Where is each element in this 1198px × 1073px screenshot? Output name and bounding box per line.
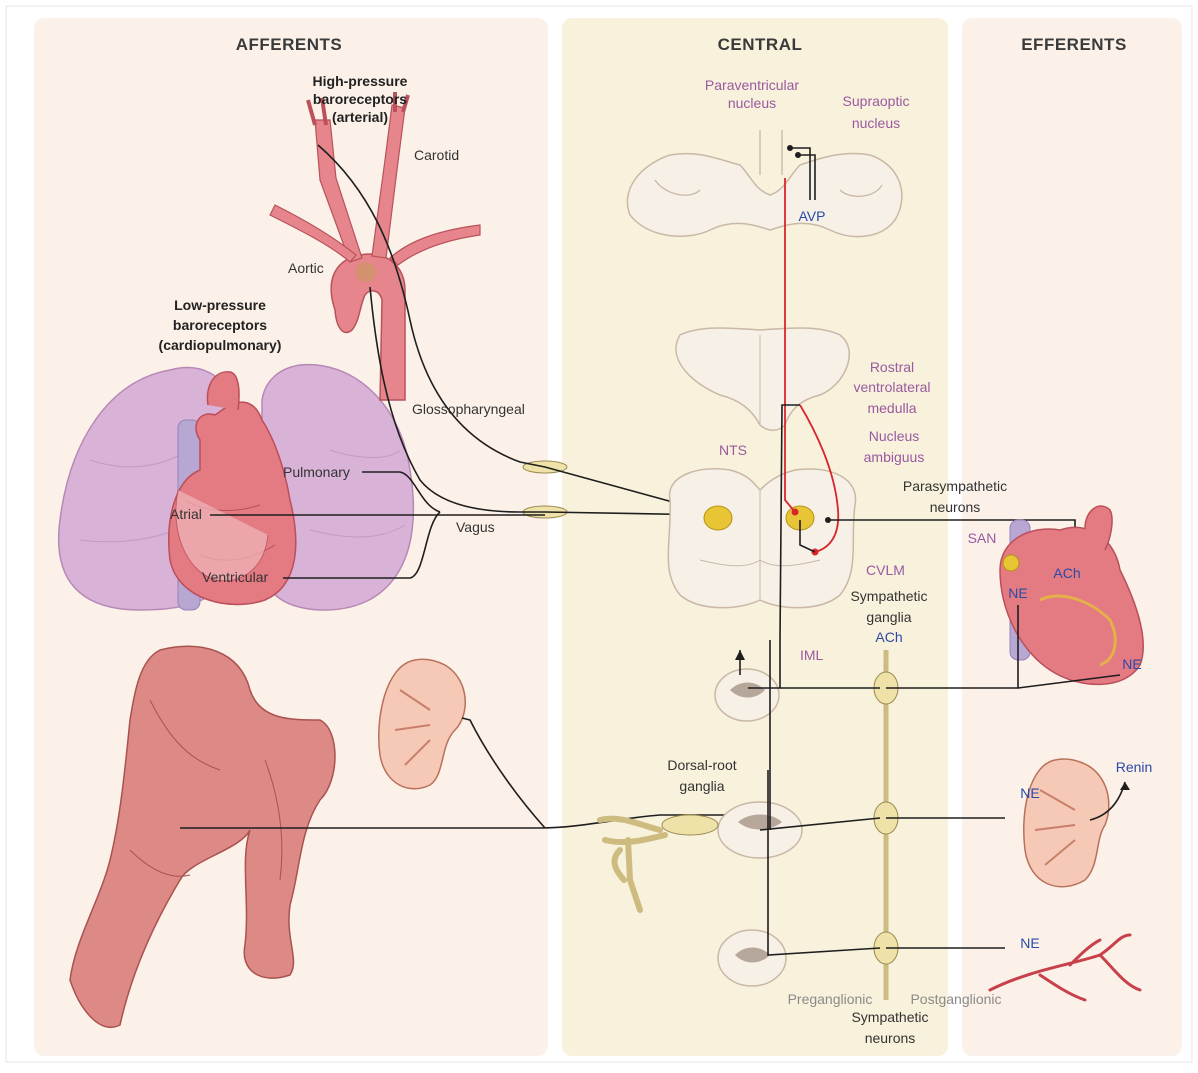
low-pressure-label-3: (cardiopulmonary): [159, 337, 282, 353]
carotid-label: Carotid: [414, 147, 459, 163]
heart-ne-label-1: NE: [1008, 585, 1027, 601]
efferents-header: EFFERENTS: [1021, 35, 1127, 54]
avp-label: AVP: [799, 208, 826, 224]
vagus-label: Vagus: [456, 519, 495, 535]
sympathetic-neurons-label-1: Sympathetic: [851, 1009, 928, 1025]
atrial-label: Atrial: [170, 506, 202, 522]
ventricular-label: Ventricular: [202, 569, 268, 585]
rostral-label-3: medulla: [867, 400, 916, 416]
sympathetic-neurons-label-2: neurons: [865, 1030, 916, 1046]
iml-label: IML: [800, 647, 824, 663]
high-pressure-label-2: baroreceptors: [313, 91, 407, 107]
low-pressure-label-1: Low-pressure: [174, 297, 266, 313]
postganglionic-label: Postganglionic: [910, 991, 1001, 1007]
sympathetic-ganglia-label-2: ganglia: [866, 609, 911, 625]
medulla-lower-section: [668, 469, 855, 608]
high-pressure-label-1: High-pressure: [313, 73, 408, 89]
nts-label: NTS: [719, 442, 747, 458]
kidney-ne-label: NE: [1020, 785, 1039, 801]
san-label: SAN: [968, 530, 997, 546]
preganglionic-label: Preganglionic: [788, 991, 873, 1007]
nucleus-ambiguus-label-2: ambiguus: [864, 449, 925, 465]
heart-ne-label-2: NE: [1122, 656, 1141, 672]
spinal-cord-section-3: [718, 930, 786, 986]
aortic-label: Aortic: [288, 260, 324, 276]
dorsal-root-label-1: Dorsal-root: [667, 757, 736, 773]
afferents-header: AFFERENTS: [236, 35, 343, 54]
high-pressure-label-3: (arterial): [332, 109, 388, 125]
parasympathetic-label-2: neurons: [930, 499, 981, 515]
cvlm-label: CVLM: [866, 562, 905, 578]
renin-label: Renin: [1116, 759, 1153, 775]
heart-ach-label: ACh: [1053, 565, 1080, 581]
vessel-ne-label: NE: [1020, 935, 1039, 951]
nts-left-nucleus: [704, 506, 732, 530]
nucleus-ambiguus-label-1: Nucleus: [869, 428, 920, 444]
paraventricular-label-1: Paraventricular: [705, 77, 799, 93]
glossopharyngeal-label: Glossopharyngeal: [412, 401, 525, 417]
central-header: CENTRAL: [718, 35, 803, 54]
parasympathetic-label-1: Parasympathetic: [903, 478, 1007, 494]
supraoptic-label-2: nucleus: [852, 115, 900, 131]
pulmonary-label: Pulmonary: [283, 464, 350, 480]
rostral-label-2: ventrolateral: [853, 379, 930, 395]
paraventricular-label-2: nucleus: [728, 95, 776, 111]
sympathetic-ganglia-label-1: Sympathetic: [850, 588, 927, 604]
rostral-label-1: Rostral: [870, 359, 914, 375]
ganglia-ach-label: ACh: [875, 629, 902, 645]
dorsal-root-label-2: ganglia: [679, 778, 724, 794]
supraoptic-label-1: Supraoptic: [843, 93, 910, 109]
low-pressure-label-2: baroreceptors: [173, 317, 267, 333]
